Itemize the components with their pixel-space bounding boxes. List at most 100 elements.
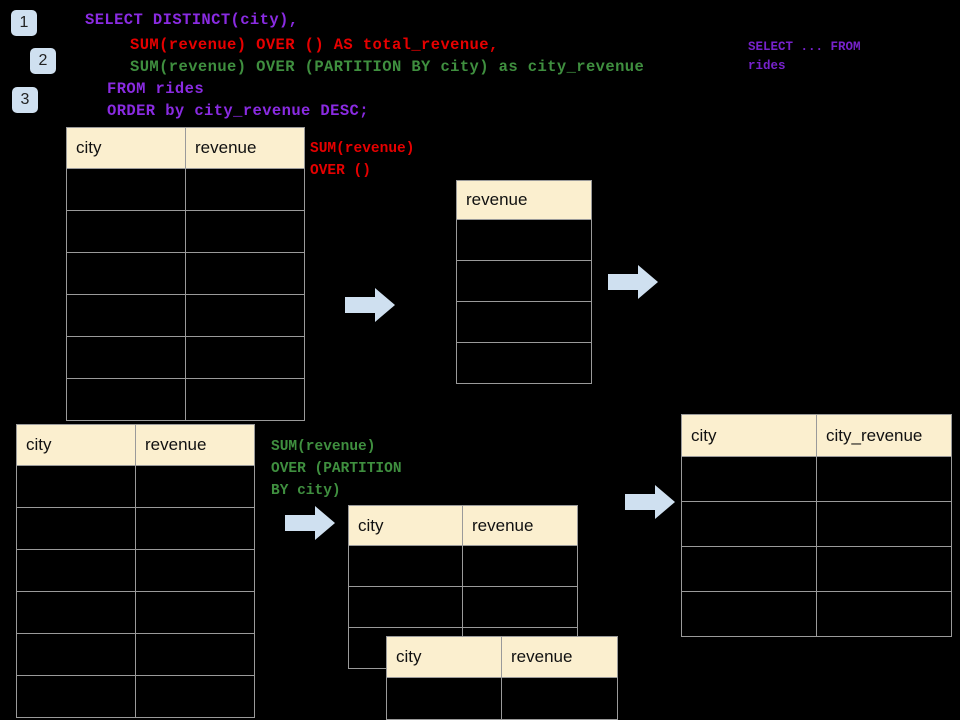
table-cell <box>16 549 136 592</box>
table-cell <box>66 294 186 337</box>
rides-partition-source-table: city revenue <box>16 424 255 718</box>
table-cell <box>66 168 186 211</box>
table-row <box>681 501 952 547</box>
table-cell <box>462 545 578 587</box>
table-cell <box>135 675 255 718</box>
table-row <box>386 677 618 720</box>
column-header-city: city <box>16 424 136 466</box>
query-line-from: FROM rides <box>107 80 205 98</box>
table-cell <box>66 252 186 295</box>
table-header-row: city revenue <box>16 424 255 466</box>
table-cell <box>16 591 136 634</box>
annotation-total-revenue-line2: OVER () <box>310 163 371 179</box>
table-cell <box>386 677 502 720</box>
final-result-table: city city_revenue <box>681 414 952 637</box>
table-row <box>348 545 578 587</box>
side-note-rides: rides <box>748 59 786 73</box>
table-row <box>681 591 952 637</box>
table-cell <box>185 378 305 421</box>
arrow-total-to-final <box>608 265 658 299</box>
table-cell <box>681 501 817 547</box>
annotation-city-revenue-line2: OVER (PARTITION <box>271 461 402 477</box>
step-badge-2: 2 <box>30 48 56 74</box>
table-cell <box>816 501 952 547</box>
step-badge-3: 3 <box>12 87 38 113</box>
table-cell <box>16 633 136 676</box>
table-cell <box>135 549 255 592</box>
table-row <box>66 378 305 421</box>
table-row <box>681 456 952 502</box>
table-row <box>66 252 305 295</box>
table-cell <box>16 675 136 718</box>
table-row <box>456 301 592 343</box>
table-cell <box>185 294 305 337</box>
table-row <box>16 591 255 634</box>
table-row <box>66 336 305 379</box>
column-header-city: city <box>348 505 463 546</box>
annotation-city-revenue-line3: BY city) <box>271 483 341 499</box>
table-cell <box>348 545 463 587</box>
table-cell <box>135 507 255 550</box>
table-cell <box>16 507 136 550</box>
query-line-order-by: ORDER by city_revenue DESC; <box>107 102 369 120</box>
table-cell <box>681 591 817 637</box>
table-cell <box>681 456 817 502</box>
column-header-revenue: revenue <box>456 180 592 220</box>
table-row <box>681 546 952 592</box>
step-badge-1: 1 <box>11 10 37 36</box>
table-cell <box>456 219 592 261</box>
annotation-city-revenue-line1: SUM(revenue) <box>271 439 376 455</box>
table-cell <box>135 591 255 634</box>
column-header-city: city <box>66 127 186 169</box>
table-cell <box>66 210 186 253</box>
table-row <box>456 219 592 261</box>
query-line-total-revenue: SUM(revenue) OVER () AS total_revenue, <box>130 36 499 54</box>
table-row <box>456 342 592 384</box>
arrow-source-to-total <box>345 288 395 322</box>
table-cell <box>816 456 952 502</box>
table-row <box>16 675 255 718</box>
annotation-total-revenue-line1: SUM(revenue) <box>310 141 415 157</box>
column-header-city: city <box>681 414 817 457</box>
total-revenue-table: revenue <box>456 180 592 384</box>
table-cell <box>185 168 305 211</box>
table-row <box>16 549 255 592</box>
table-cell <box>501 677 618 720</box>
table-cell <box>185 336 305 379</box>
table-cell <box>816 591 952 637</box>
table-cell <box>66 378 186 421</box>
table-row <box>348 586 578 628</box>
table-cell <box>816 546 952 592</box>
table-cell <box>185 210 305 253</box>
column-header-city-revenue: city_revenue <box>816 414 952 457</box>
table-cell <box>456 342 592 384</box>
table-header-row: city revenue <box>348 505 578 546</box>
table-row <box>456 260 592 302</box>
column-header-revenue: revenue <box>501 636 618 678</box>
table-cell <box>135 633 255 676</box>
table-header-row: revenue <box>456 180 592 220</box>
side-note-select-from: SELECT ... FROM <box>748 40 861 54</box>
column-header-revenue: revenue <box>135 424 255 466</box>
table-cell <box>462 586 578 628</box>
table-row <box>16 507 255 550</box>
table-row <box>16 633 255 676</box>
table-row <box>66 210 305 253</box>
column-header-revenue: revenue <box>185 127 305 169</box>
query-line-select: SELECT DISTINCT(city), <box>85 11 299 29</box>
table-header-row: city revenue <box>386 636 618 678</box>
table-row <box>66 168 305 211</box>
arrow-partition-to-final <box>625 485 675 519</box>
table-row <box>16 465 255 508</box>
column-header-city: city <box>386 636 502 678</box>
table-cell <box>185 252 305 295</box>
rides-source-table: city revenue <box>66 127 305 421</box>
table-row <box>66 294 305 337</box>
query-line-city-revenue: SUM(revenue) OVER (PARTITION BY city) as… <box>130 58 645 76</box>
table-cell <box>681 546 817 592</box>
table-header-row: city city_revenue <box>681 414 952 457</box>
table-cell <box>348 586 463 628</box>
column-header-revenue: revenue <box>462 505 578 546</box>
partition-group-front-table: city revenue <box>386 636 618 720</box>
